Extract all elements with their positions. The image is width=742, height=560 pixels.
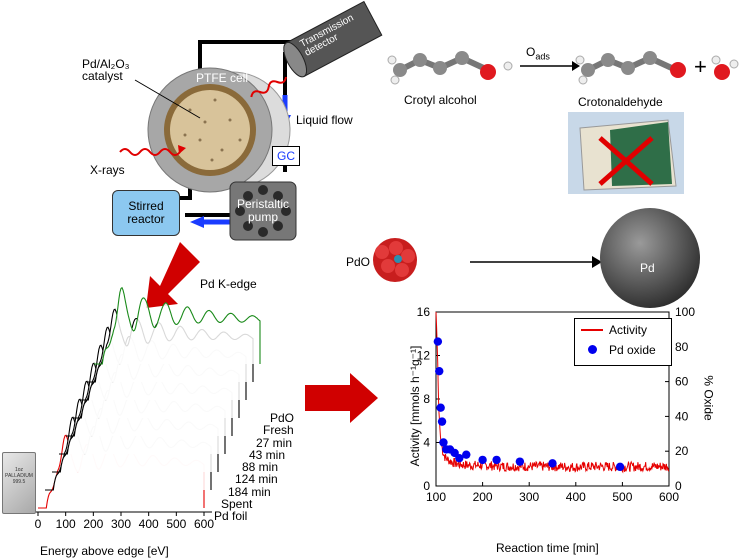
gc-box: GC — [272, 146, 300, 166]
ptfe-cell-label: PTFE cell — [196, 71, 249, 85]
xanes-spectrum-label: PdO — [270, 411, 295, 426]
y-tick-label: 16 — [417, 305, 431, 319]
y-tick-label: 8 — [423, 392, 430, 406]
y2-tick-label: 0 — [675, 479, 682, 493]
peristaltic-pump-label: Peristaltic pump — [236, 197, 289, 224]
xanes-xtick-label: 300 — [111, 517, 131, 531]
xanes-spectrum-label: 43 min — [249, 447, 286, 462]
pd-oxide-point — [437, 417, 447, 426]
xanes-spectrum-label: 184 min — [228, 484, 271, 499]
liquid-flow-label: Liquid flow — [296, 113, 353, 127]
xanes-xtick-label: 600 — [194, 517, 214, 531]
legend-activity-label: Activity — [609, 323, 648, 337]
pd-oxide-point — [433, 337, 443, 346]
bar-weight: 1oz — [14, 467, 24, 473]
y-tick-label: 12 — [417, 349, 431, 363]
legend-activity-swatch — [581, 329, 603, 331]
pd-oxide-point — [615, 462, 625, 472]
legend-oxide-label: Pd oxide — [609, 343, 656, 357]
pd-oxide-point — [478, 455, 487, 465]
pd-oxide-point — [548, 459, 557, 468]
y2-tick-label: 80 — [675, 340, 689, 354]
crotyl-alcohol-label: Crotyl alcohol — [404, 93, 477, 107]
xanes-spectrum-label: Pd foil — [214, 509, 248, 523]
pd-oxide-point — [492, 455, 501, 465]
chart-legend: Activity Pd oxide — [574, 318, 672, 366]
xanes-xtick-label: 500 — [166, 517, 186, 531]
xanes-spectrum-label: Fresh — [263, 423, 294, 438]
chart-y2label: % Oxide — [701, 375, 716, 421]
xanes-spectrum — [94, 286, 261, 365]
x-tick-label: 400 — [566, 490, 586, 504]
y-tick-label: 0 — [423, 479, 430, 493]
legend-oxide-swatch — [588, 345, 597, 354]
bar-purity: 999.5 — [12, 479, 26, 485]
xanes-spectrum-label: 27 min — [256, 435, 293, 450]
pd-label: Pd — [640, 261, 655, 275]
palladium-bar: 1oz PALLADIUM 999.5 — [2, 452, 36, 514]
oxidant-subscript: ads — [535, 51, 550, 62]
xrays-label: X-rays — [90, 163, 125, 177]
crotonaldehyde-label: Crotonaldehyde — [578, 95, 663, 109]
chart-ylabel: Activity [mmols h⁻¹g⁻¹] — [408, 345, 422, 467]
pd-oxide-point — [515, 457, 525, 466]
xanes-spectrum-label: Spent — [221, 496, 253, 511]
xanes-xlabel: Energy above edge [eV] — [40, 544, 169, 558]
xanes-spectrum-label: 88 min — [242, 460, 279, 475]
x-tick-label: 600 — [659, 490, 679, 504]
pd-oxide-point — [462, 450, 471, 459]
x-tick-label: 500 — [612, 490, 632, 504]
pd-oxide-point — [455, 453, 464, 463]
y2-tick-label: 100 — [675, 305, 695, 319]
xanes-spectrum-label: 124 min — [235, 472, 278, 487]
pd-oxide-point — [435, 366, 444, 376]
pdo-label: PdO — [346, 255, 371, 269]
xanes-xtick-label: 100 — [56, 517, 76, 531]
y2-tick-label: 60 — [675, 375, 689, 389]
x-tick-label: 100 — [426, 490, 446, 504]
x-tick-label: 200 — [473, 490, 493, 504]
plus-sign: + — [694, 54, 707, 79]
catalyst-label: Pd/Al₂O₃ catalyst — [82, 57, 130, 83]
bar-metal: PALLADIUM — [5, 473, 33, 479]
x-tick-label: 300 — [519, 490, 539, 504]
pd-oxide-point — [436, 403, 445, 412]
y2-tick-label: 20 — [675, 444, 689, 458]
chart-xlabel: Reaction time [min] — [496, 541, 599, 555]
y2-tick-label: 40 — [675, 409, 689, 423]
xanes-xtick-label: 200 — [83, 517, 103, 531]
oxidant-symbol: O — [526, 45, 536, 59]
xanes-xtick-label: 400 — [139, 517, 159, 531]
pd-oxide-point — [439, 438, 448, 447]
stirred-reactor: Stirred reactor — [112, 190, 180, 236]
oxidant-label: Oads — [526, 46, 550, 61]
xanes-xtick-label: 0 — [35, 517, 42, 531]
y-tick-label: 4 — [423, 436, 430, 450]
pd-k-edge-label: Pd K-edge — [200, 277, 257, 291]
